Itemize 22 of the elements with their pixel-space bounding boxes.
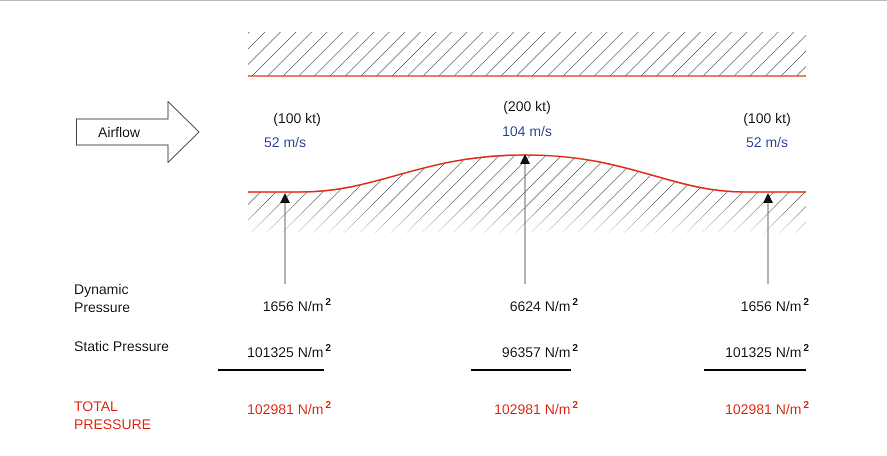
- pressure-value: 6624 N/m$^{2}$: [510, 298, 578, 314]
- total-value: 102981 N/m$^{2}$: [494, 401, 578, 417]
- arrow-text: Airflow: [97, 124, 140, 140]
- speed-knots: (200 kt): [503, 98, 551, 114]
- speed-value: 104 m/s: [502, 123, 552, 139]
- speed-value: 52 m/s: [264, 134, 306, 150]
- pointer-arrow: [520, 154, 530, 284]
- speed-value: 52 m/s: [746, 134, 788, 150]
- row-heading: TOTAL PRESSURE: [74, 398, 152, 432]
- pressure-value: 1656 N/m$^{2}$: [262, 298, 331, 314]
- pressure-value: 101325 N/m$^{2}$: [247, 344, 331, 360]
- pressure-value: 101325 N/m$^{2}$: [725, 344, 809, 360]
- pressure-value: 96357 N/m$^{2}$: [502, 344, 578, 360]
- row-heading: Dynamic Pressure: [74, 281, 130, 315]
- total-value: 102981 N/m$^{2}$: [725, 401, 809, 417]
- pointer-arrow: [280, 193, 290, 284]
- row-heading: Static Pressure: [74, 338, 169, 354]
- speed-knots: (100 kt): [273, 110, 321, 126]
- total-value: 102981 N/m$^{2}$: [247, 401, 331, 417]
- speed-knots: (100 kt): [743, 110, 791, 126]
- pointer-arrow: [763, 193, 773, 284]
- pressure-value: 1656 N/m$^{2}$: [740, 298, 809, 314]
